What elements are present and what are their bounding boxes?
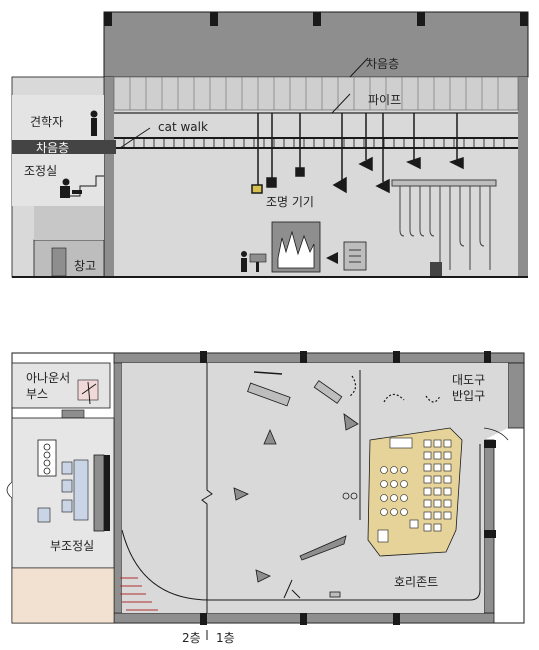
roof-caps <box>104 12 528 26</box>
spectator-figure <box>90 110 98 136</box>
label-catwalk: cat walk <box>158 120 208 134</box>
catwalk <box>114 137 518 149</box>
pipe-pointer <box>331 93 351 114</box>
label-control-room: 조정실 <box>24 164 57 178</box>
label-floor-1: 1층 <box>216 631 235 645</box>
label-insulation-top: 차음층 <box>366 57 399 71</box>
right-wall-upper <box>507 362 525 429</box>
label-floor-2: 2층 <box>182 631 201 645</box>
horizon-curve <box>121 444 481 601</box>
left-column <box>104 77 114 277</box>
curtain-arcs <box>349 375 441 403</box>
label-lighting: 조명 기기 <box>266 195 314 209</box>
scenery-shape <box>277 230 315 269</box>
props-door <box>483 427 509 441</box>
label-pipe: 파이프 <box>368 93 401 107</box>
stairs <box>34 206 104 240</box>
insulation-band <box>113 76 519 111</box>
label-announcer-booth-1: 아나운서 <box>26 371 70 385</box>
camera-operator <box>241 251 267 272</box>
props <box>233 371 359 599</box>
insulation-ribs <box>129 77 499 110</box>
monitor-wall <box>93 454 105 532</box>
insulation-pointer <box>349 57 369 78</box>
label-sub-control-room: 부조정실 <box>50 539 94 553</box>
booth-mic <box>81 381 97 405</box>
dark-prop <box>430 262 442 276</box>
floor-light <box>326 252 338 264</box>
stair-block <box>11 567 115 624</box>
rack-knobs <box>43 443 51 475</box>
storage-block <box>33 239 105 278</box>
floor-divider <box>201 363 213 613</box>
section-view: 견학자 차음층 조정실 창고 차음층 파이프 cat walk 조명 기기 <box>11 11 529 278</box>
booth-console <box>61 409 85 419</box>
label-horizon: 호리존트 <box>394 575 438 589</box>
label-large-props-entrance-1: 대도구 <box>452 373 485 387</box>
right-wall-lower <box>483 439 495 614</box>
label-storage: 창고 <box>74 259 96 273</box>
plan-columns <box>200 351 496 625</box>
storage-door <box>51 247 67 277</box>
hanging-lights <box>251 113 464 194</box>
chairs <box>37 461 73 523</box>
control-room-block <box>12 154 104 206</box>
stair-treads <box>120 577 158 611</box>
console-desk <box>73 459 89 521</box>
set-battens <box>391 179 497 270</box>
top-wall <box>113 352 525 364</box>
left-door <box>6 481 13 499</box>
label-large-props-entrance-2: 반입구 <box>452 389 485 403</box>
operator-figure <box>60 178 82 198</box>
right-column <box>518 77 528 277</box>
steps <box>60 175 104 197</box>
catwalk-pointer <box>119 127 151 149</box>
plan-view: 아나운서 부스 대도구 반입구 부조정실 호리존트 2층 1층 <box>6 351 525 645</box>
stage-seats <box>377 437 452 543</box>
monitor-wall-dark <box>104 455 110 531</box>
label-insulation-left: 차음층 <box>36 141 69 155</box>
left-wall <box>113 362 123 614</box>
spectator-room <box>12 95 104 140</box>
label-announcer-booth-2: 부스 <box>26 387 48 401</box>
label-spectator: 견학자 <box>30 115 63 129</box>
